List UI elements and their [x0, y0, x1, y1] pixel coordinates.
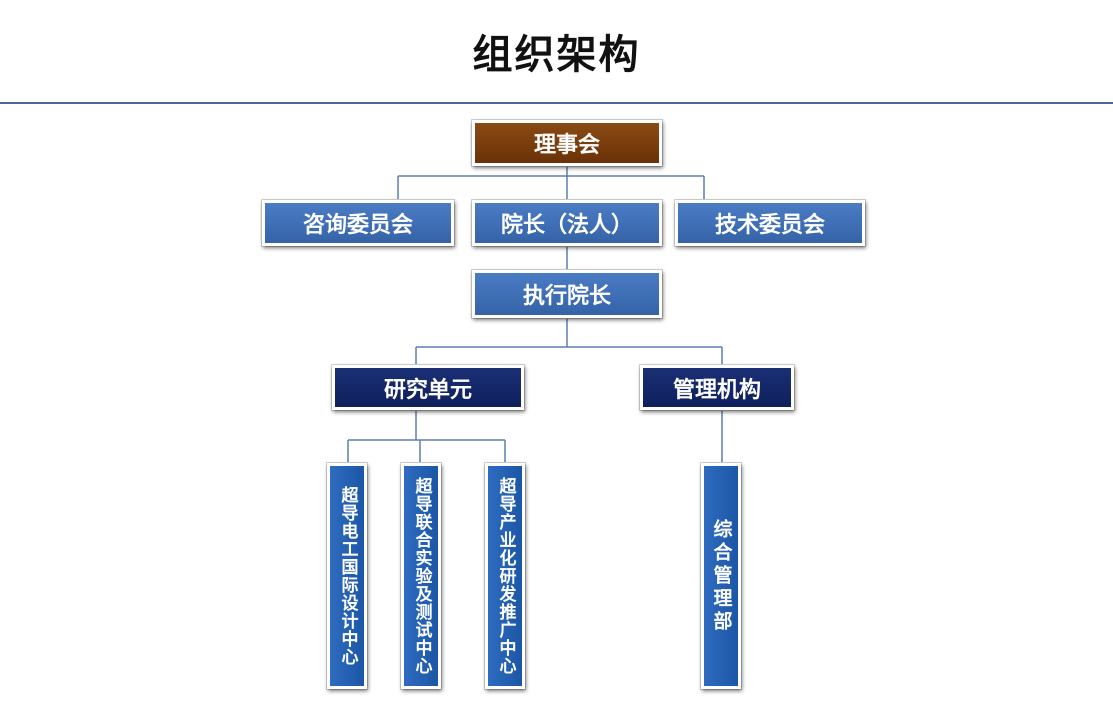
- node-general-management-dept: 综合管理部: [701, 463, 741, 689]
- node-center-design: 超导电工国际设计中心: [327, 463, 367, 689]
- node-technical-committee: 技术委员会: [675, 200, 865, 246]
- node-advisory-committee: 咨询委员会: [262, 200, 454, 246]
- title-divider: [0, 102, 1113, 104]
- node-president: 院长（法人）: [472, 200, 662, 246]
- node-center-industrialization: 超导产业化研发推广中心: [485, 463, 525, 689]
- node-management-body: 管理机构: [640, 365, 794, 410]
- node-research-units: 研究单元: [332, 365, 524, 410]
- page-title: 组织架构: [472, 32, 641, 78]
- node-board: 理事会: [472, 120, 662, 166]
- node-executive-president: 执行院长: [472, 270, 662, 318]
- node-center-testing: 超导联合实验及测试中心: [401, 463, 441, 689]
